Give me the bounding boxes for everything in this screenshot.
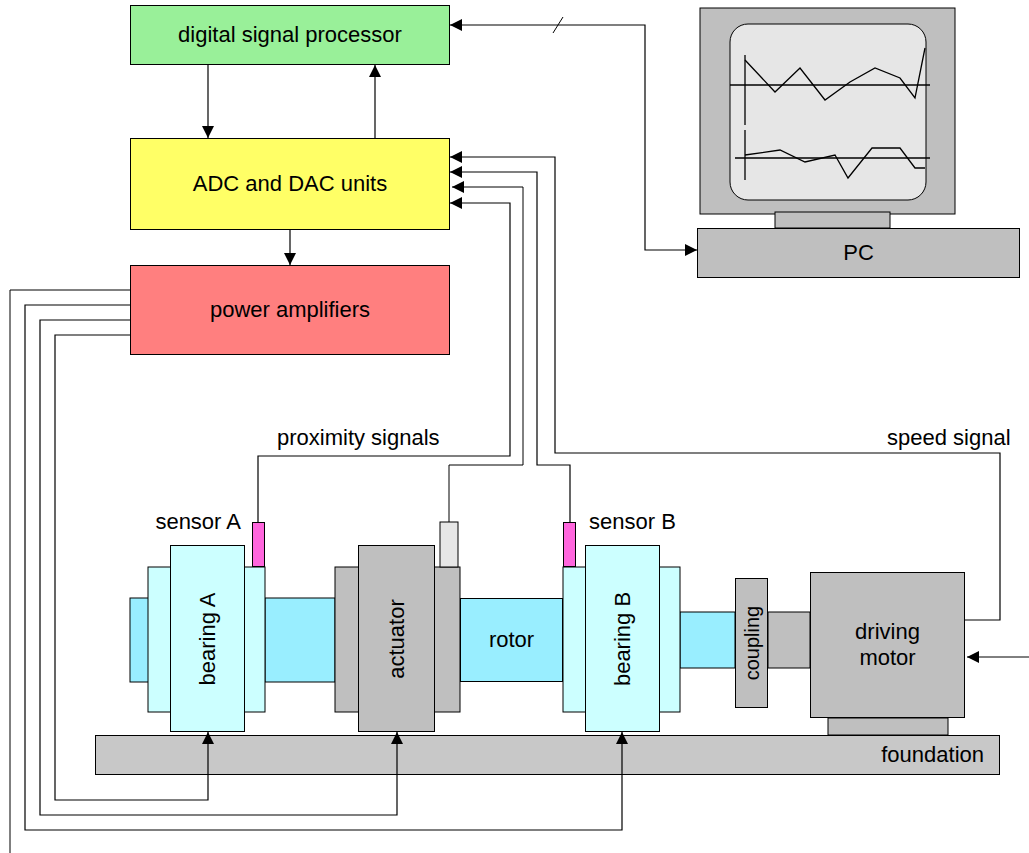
bearing-box: bearing A [170,545,245,732]
bearing-box: bearing B [585,545,660,732]
node-label: rotor [461,599,562,681]
signal-connector [450,25,697,250]
amplifier-box: power amplifiers [130,265,450,355]
shaft [265,598,335,682]
foundation-fill [95,735,1000,775]
node-label: PC [698,229,1019,277]
monitor-stand [775,212,890,228]
shaft [130,598,150,682]
sensor-box: sensor B [563,522,576,567]
motor-box: driving motor [810,572,965,718]
signal-connector [450,172,570,522]
node-label: power amplifiers [131,266,449,354]
proximity-sensor [440,522,458,567]
motor-supply [967,657,1029,658]
motor-shaft [768,612,810,668]
foundation-box: foundation [95,735,1000,775]
node-label: bearing B [610,591,636,685]
node-label: actuator [384,599,410,679]
signal-connector [40,320,397,815]
computer-box: PC [697,228,1020,278]
monitor-housing [700,8,955,214]
signal-wire [449,187,523,522]
signal-connector [374,65,375,138]
signal-label: speed signal [885,425,1013,451]
node-label: bearing A [195,592,221,685]
node-label: foundation [96,736,999,774]
signal-connector [207,65,208,138]
amplifier-wire [10,290,130,853]
shaft [680,612,735,668]
monitor-screen [730,24,926,200]
signal-connector [450,157,1000,620]
sensor-box: sensor A [252,522,265,567]
node-label: sensor B [589,509,676,535]
node-label: driving motor [811,573,964,717]
node-label: coupling [740,606,763,681]
signal-connector [25,305,622,830]
signal-connector [258,203,510,522]
converter-box: ADC and DAC units [130,138,450,230]
signal-label: proximity signals [275,425,442,451]
node-label: sensor A [155,509,241,535]
actuator-box: actuator [358,545,435,732]
screen-plots [730,48,930,180]
node-label: digital signal processor [131,6,449,64]
node-label: ADC and DAC units [131,139,449,229]
processor-box: digital signal processor [130,5,450,65]
coupling-box: coupling [735,578,768,708]
motor-base [828,718,948,735]
rotor-shaft: rotor [460,598,563,682]
signal-connector [289,230,290,265]
